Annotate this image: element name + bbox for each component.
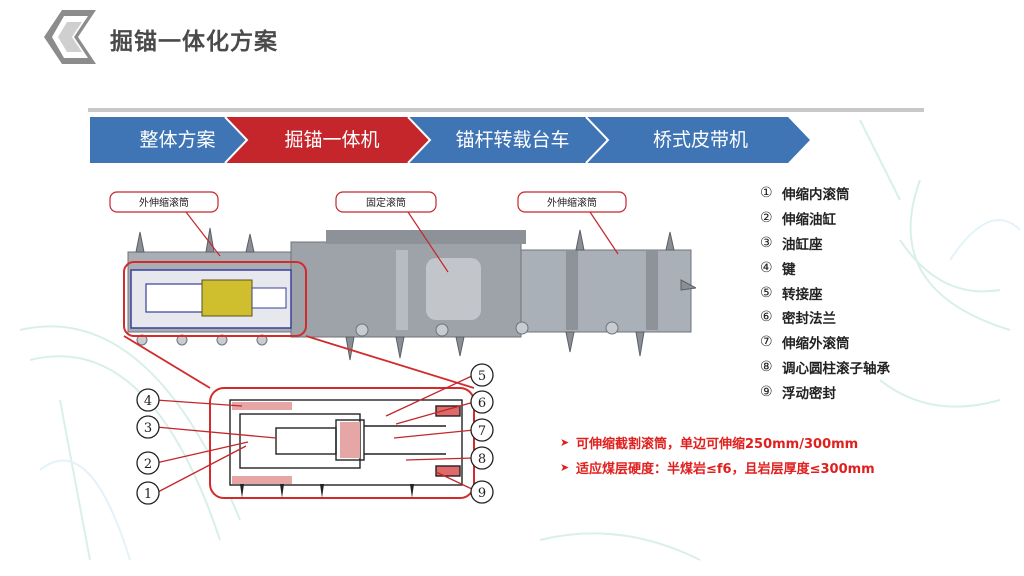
legend-item: ④ 键 xyxy=(760,255,960,280)
callout-outer-right xyxy=(517,191,627,255)
leader-lines xyxy=(155,374,475,494)
part-number-1: 1 xyxy=(144,487,152,502)
callout-fixed xyxy=(335,191,449,273)
legend-number: ④ xyxy=(760,259,773,276)
callout-label-outer-left: 外伸缩滚筒 xyxy=(139,196,189,209)
cutting-drum-diagram: 外伸缩滚筒 固定滚筒 外伸缩滚筒 xyxy=(109,191,696,505)
legend-label: 调心圆柱滚子轴承 xyxy=(782,360,890,377)
callout-label-fixed: 固定滚筒 xyxy=(366,196,406,209)
legend-item: ③ 油缸座 xyxy=(760,231,960,256)
drum-assembly xyxy=(127,227,696,361)
tab-roadheader-bolter[interactable]: 掘锚一体机 xyxy=(284,129,380,151)
note-text: 可伸缩截割滚筒，单边可伸缩250mm/300mm xyxy=(576,437,859,452)
part-number-5: 5 xyxy=(478,369,486,384)
legend-label: 油缸座 xyxy=(782,236,823,253)
zoom-highlight-box xyxy=(123,261,307,337)
parts-legend: ① 伸缩内滚筒 ② 伸缩油缸 ③ 油缸座 ④ 键 ⑤ 转接座 ⑥ 密封法兰 ⑦ … xyxy=(760,181,960,404)
legend-item: ② 伸缩油缸 xyxy=(760,206,960,231)
legend-item: ⑤ 转接座 xyxy=(760,280,960,305)
tab-bridge-belt-conveyor[interactable]: 桥式皮带机 xyxy=(652,129,748,151)
legend-number: ⑦ xyxy=(760,334,773,351)
legend-number: ① xyxy=(760,185,773,202)
legend-number: ② xyxy=(760,210,773,227)
note-item: ➤ 适应煤层硬度：半煤岩≤f6，且岩层厚度≤300mm xyxy=(560,455,1000,480)
legend-number: ⑨ xyxy=(760,383,773,400)
part-number-7: 7 xyxy=(478,424,486,439)
legend-label: 转接座 xyxy=(782,286,823,303)
part-number-3: 3 xyxy=(144,421,152,436)
part-number-2: 2 xyxy=(144,457,152,472)
tab-bolter-transfer-car[interactable]: 锚杆转载台车 xyxy=(455,129,570,151)
process-nav: 整体方案 掘锚一体机 锚杆转载台车 桥式皮带机 xyxy=(90,117,810,163)
legend-number: ③ xyxy=(760,234,773,251)
logo-icon xyxy=(44,10,96,64)
part-number-8: 8 xyxy=(478,452,486,467)
arrow-bullet-icon: ➤ xyxy=(560,436,570,449)
note-text: 适应煤层硬度：半煤岩≤f6，且岩层厚度≤300mm xyxy=(576,462,875,477)
legend-label: 伸缩外滚筒 xyxy=(782,336,850,353)
page-title: 掘锚一体化方案 xyxy=(110,29,278,55)
legend-item: ① 伸缩内滚筒 xyxy=(760,181,960,206)
tab-shape-bolter-car xyxy=(408,117,608,163)
section-hatching xyxy=(232,402,360,484)
part-number-6: 6 xyxy=(478,396,486,411)
nav-chevrons xyxy=(90,117,810,163)
legend-label: 伸缩油缸 xyxy=(782,212,836,229)
tab-overall-plan[interactable]: 整体方案 xyxy=(139,129,216,151)
divider xyxy=(88,108,924,112)
legend-label: 键 xyxy=(782,261,796,278)
tab-shape-roadheader xyxy=(225,117,430,163)
part-number-4: 4 xyxy=(144,394,152,409)
part-number-9: 9 xyxy=(478,486,486,501)
legend-number: ⑤ xyxy=(760,284,773,301)
legend-number: ⑥ xyxy=(760,309,773,326)
legend-item: ⑨ 浮动密封 xyxy=(760,379,960,404)
arrow-bullet-icon: ➤ xyxy=(560,461,570,474)
legend-item: ⑥ 密封法兰 xyxy=(760,305,960,330)
feature-notes: ➤ 可伸缩截割滚筒，单边可伸缩250mm/300mm ➤ 适应煤层硬度：半煤岩≤… xyxy=(560,430,1000,480)
legend-number: ⑧ xyxy=(760,358,773,375)
legend-label: 密封法兰 xyxy=(782,311,836,328)
note-item: ➤ 可伸缩截割滚筒，单边可伸缩250mm/300mm xyxy=(560,430,1000,455)
callout-outer-left xyxy=(109,191,221,257)
legend-label: 浮动密封 xyxy=(782,385,836,402)
tab-shape-overall xyxy=(90,117,247,163)
section-drawing xyxy=(229,399,463,486)
callout-label-outer-right: 外伸缩滚筒 xyxy=(547,196,597,209)
legend-item: ⑧ 调心圆柱滚子轴承 xyxy=(760,355,960,380)
tab-shape-bridge-belt xyxy=(586,117,810,163)
legend-label: 伸缩内滚筒 xyxy=(782,187,850,204)
legend-item: ⑦ 伸缩外滚筒 xyxy=(760,330,960,355)
